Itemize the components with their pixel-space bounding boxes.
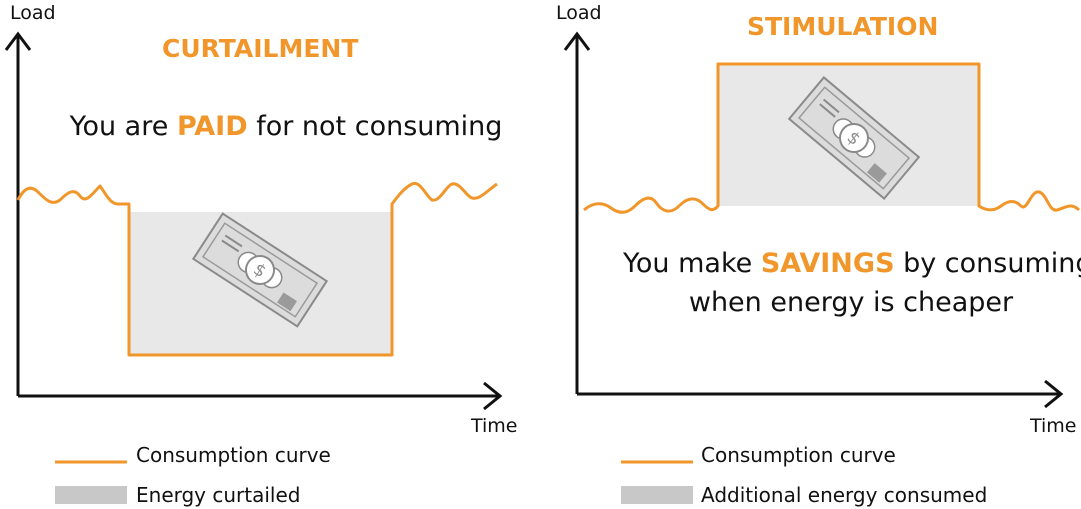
message-text: You make [623, 248, 753, 279]
curtailment-diagram: $ [4, 31, 503, 504]
panel-title: CURTAILMENT [162, 34, 359, 63]
consumption-curve [583, 62, 1081, 214]
money-banknote-icon: $ [787, 76, 921, 200]
y-axis-label: Load [556, 2, 602, 24]
message-text: for not consuming [256, 111, 503, 142]
y-axis-label: Load [10, 2, 56, 24]
y-axis-arrow [563, 31, 591, 51]
legend-label-consumption: Consumption curve [701, 443, 896, 467]
x-axis-label: Time [471, 415, 518, 437]
stimulation-panel: $ Load Time STIMULATION You make SAVINGS… [541, 0, 1081, 509]
x-axis-arrow [1044, 379, 1064, 409]
message-text: You are [69, 111, 169, 142]
legend-fill-swatch [55, 486, 127, 504]
curtailment-panel: $ Load Time CURTAILMENT You are PAID for… [0, 0, 540, 509]
stimulation-diagram: $ [563, 31, 1081, 504]
x-axis-label: Time [1030, 415, 1077, 437]
legend-label-consumption: Consumption curve [136, 443, 331, 467]
legend-label-additional: Additional energy consumed [701, 483, 988, 507]
message-highlight: SAVINGS [760, 248, 895, 279]
consumption-curve [16, 181, 498, 357]
stimulation-message: You make SAVINGS by consuming when energ… [623, 244, 1081, 322]
message-line-2: when energy is cheaper [688, 287, 1014, 318]
curtailment-message: You are PAID for not consuming [66, 107, 506, 146]
y-axis-arrow [4, 31, 32, 51]
x-axis-arrow [483, 381, 503, 411]
legend-fill-swatch [621, 486, 693, 504]
legend-label-curtailed: Energy curtailed [136, 483, 301, 507]
message-highlight: PAID [176, 111, 248, 142]
money-banknote-icon: $ [191, 212, 329, 328]
message-text: by consuming [903, 248, 1081, 279]
panel-title: STIMULATION [747, 12, 939, 41]
